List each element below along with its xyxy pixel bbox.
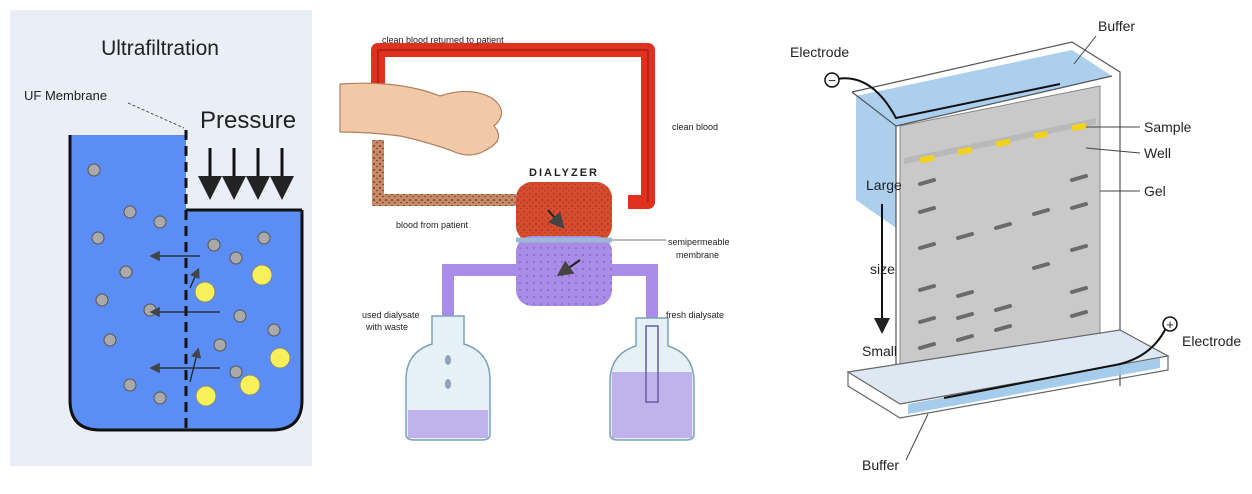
clean-blood-edge [377, 49, 649, 202]
small-label: Small [862, 343, 897, 359]
sample-wells [919, 122, 1087, 164]
sample-label: Sample [1144, 119, 1192, 135]
uf-small-solutes [87, 163, 281, 405]
membrane-label-line1: semipermeable [668, 237, 730, 247]
uf-title: Ultrafiltration [101, 37, 219, 60]
positive-symbol: + [1166, 317, 1174, 332]
patient-arm [339, 82, 503, 156]
negative-symbol: − [828, 73, 836, 88]
uf-membrane-label: UF Membrane [24, 88, 107, 103]
gel-bands [918, 174, 1088, 350]
fresh-dialysate-label: fresh dialysate [666, 310, 724, 320]
uf-large-solutes [194, 264, 291, 407]
gel-label: Gel [1144, 183, 1166, 199]
buffer-top-label: Buffer [1098, 18, 1135, 34]
used-dialysate-label-line2: with waste [365, 322, 408, 332]
panel-ultrafiltration: Ultrafiltration UF Membrane Pressure [10, 10, 312, 466]
size-label: size [870, 261, 895, 277]
buffer-bottom-label: Buffer [862, 457, 899, 473]
uf-flow-arrows [149, 250, 220, 383]
dialyzer-label: DIALYZER [529, 167, 599, 179]
electrode-negative-label: Electrode [790, 44, 849, 60]
negative-terminal [824, 72, 840, 88]
clean-blood-returned-label: clean blood returned to patient [382, 35, 504, 45]
top-buffer [856, 50, 1112, 126]
bottom-buffer [908, 358, 1160, 414]
pressure-arrows [198, 148, 294, 200]
negative-electrode-wire [831, 77, 1061, 120]
membrane-label-line2: membrane [676, 250, 719, 260]
electrode-positive-label: Electrode [1182, 333, 1241, 349]
panel-dialysis: DIALYZER clean blood returned to patient… [339, 35, 730, 441]
fresh-dialysate-tube [612, 264, 658, 318]
used-dialysate-label-line1: used dialysate [362, 310, 420, 320]
used-dialysate-bottle [405, 315, 491, 441]
blood-from-patient-label: blood from patient [396, 220, 469, 230]
clean-blood-label: clean blood [672, 122, 718, 132]
uf-container [68, 135, 304, 432]
panel-electrophoresis: − + Electrode Buffer Sample Well Gel Lar… [790, 18, 1241, 473]
uf-pressure-label: Pressure [200, 107, 296, 134]
uf-membrane-leader [127, 102, 185, 129]
positive-electrode-wire [943, 327, 1167, 399]
positive-terminal [1162, 316, 1178, 332]
large-label: Large [866, 177, 902, 193]
used-dialysate-tube [442, 264, 516, 316]
well-label: Well [1144, 145, 1171, 161]
